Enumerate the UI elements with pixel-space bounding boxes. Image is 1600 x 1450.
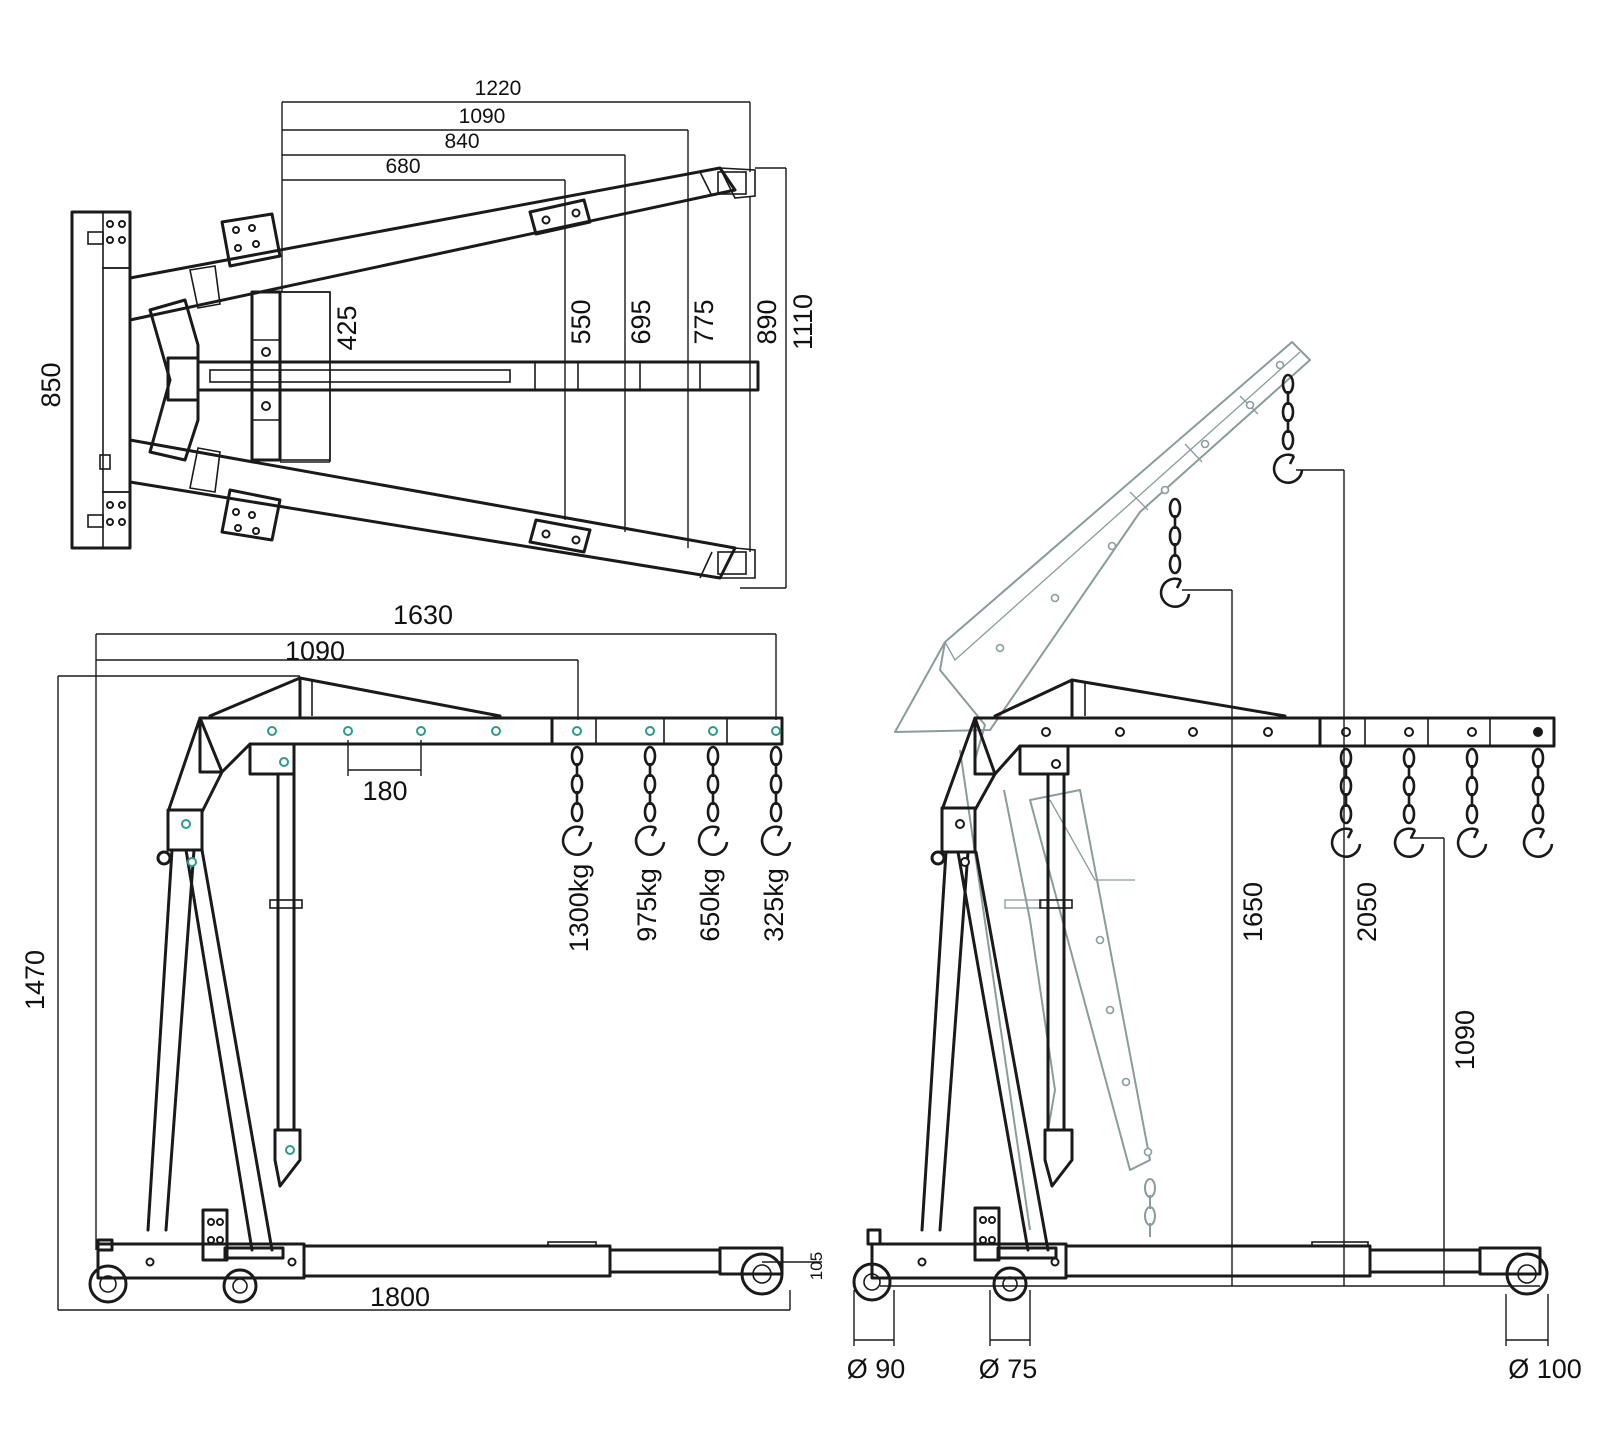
dim-1090-height: 1090: [1450, 1010, 1480, 1070]
top-leg-lower: [128, 438, 737, 580]
side-wheel-rear: [88, 1264, 128, 1304]
dim-850: 850: [36, 362, 66, 407]
side-dimensions: 1630 1090 180 1470 1800 105: [20, 600, 826, 1312]
dim-550: 550: [566, 299, 596, 344]
side-chain-hook-3: [697, 745, 729, 856]
raised-wheel-rear: [852, 1262, 892, 1302]
dim-1090-boom: 1090: [285, 636, 345, 666]
dim-wheel-90: Ø 90: [847, 1354, 906, 1384]
capacity-975: 975kg: [632, 868, 662, 942]
dim-1630: 1630: [393, 600, 453, 630]
capacity-650: 650kg: [695, 868, 725, 942]
side-hooks: [561, 745, 792, 856]
capacity-1300: 1300kg: [564, 864, 594, 953]
top-bracket-lower: [220, 488, 282, 542]
side-chain-hook-4: [760, 745, 792, 856]
raised-dimensions: 1650 2050 1090 Ø 90 Ø 75 Ø 100: [847, 469, 1582, 1384]
dim-695: 695: [626, 299, 656, 344]
dim-wheel-75: Ø 75: [979, 1354, 1038, 1384]
dim-1110: 1110: [788, 294, 818, 350]
dim-1650: 1650: [1238, 882, 1268, 942]
raised-view: 1650 2050 1090 Ø 90 Ø 75 Ø 100: [847, 341, 1582, 1384]
top-mast: [166, 356, 200, 402]
dim-wheel-100: Ø 100: [1508, 1354, 1582, 1384]
raised-wheel-front: [1505, 1252, 1549, 1296]
raised-chain-hook-1: [1330, 747, 1362, 858]
dim-1470: 1470: [20, 950, 50, 1010]
top-boom: [196, 360, 760, 392]
top-dimensions: 1220 1090 840 680 550 695 775 890 1110 4…: [36, 77, 818, 589]
capacity-325: 325kg: [759, 868, 789, 942]
side-chain-hook-1: [561, 745, 593, 856]
top-base-plate: [70, 210, 132, 550]
side-wheel-front: [740, 1252, 784, 1296]
side-view: 1630 1090 180 1470 1800 105: [20, 600, 826, 1312]
side-chain-hook-2: [634, 745, 666, 856]
dim-1090-top: 1090: [459, 105, 506, 128]
raised-high-chain-hook-1: [1159, 497, 1191, 608]
dim-2050: 2050: [1352, 882, 1382, 942]
dim-425: 425: [332, 305, 362, 350]
dim-775: 775: [689, 299, 719, 344]
dim-1800: 1800: [370, 1282, 430, 1312]
dim-890: 890: [752, 299, 782, 344]
raised-hooks: [1159, 373, 1554, 858]
raised-chain-hook-3: [1456, 747, 1488, 858]
raised-high-chain-hook-2: [1272, 373, 1304, 484]
raised-chain-hook-4: [1522, 747, 1554, 858]
raised-wheel-mid: [992, 1266, 1028, 1302]
top-leg-upper: [128, 166, 737, 322]
top-bracket-upper: [220, 212, 282, 268]
dim-105: 105: [807, 1252, 826, 1280]
ghost-raised-boom: [894, 341, 1311, 1237]
dim-840: 840: [444, 130, 479, 153]
raised-chain-hook-2: [1393, 747, 1425, 858]
side-mast: [166, 716, 224, 852]
dim-180: 180: [362, 776, 407, 806]
dim-1220: 1220: [475, 77, 522, 100]
dim-680: 680: [385, 155, 420, 178]
ghost-lowered-chain-links: [1144, 1178, 1156, 1237]
top-view: 1220 1090 840 680 550 695 775 890 1110 4…: [36, 77, 818, 589]
side-wheel-mid: [222, 1268, 258, 1304]
ghost-lowered-chain: [1144, 1178, 1156, 1237]
